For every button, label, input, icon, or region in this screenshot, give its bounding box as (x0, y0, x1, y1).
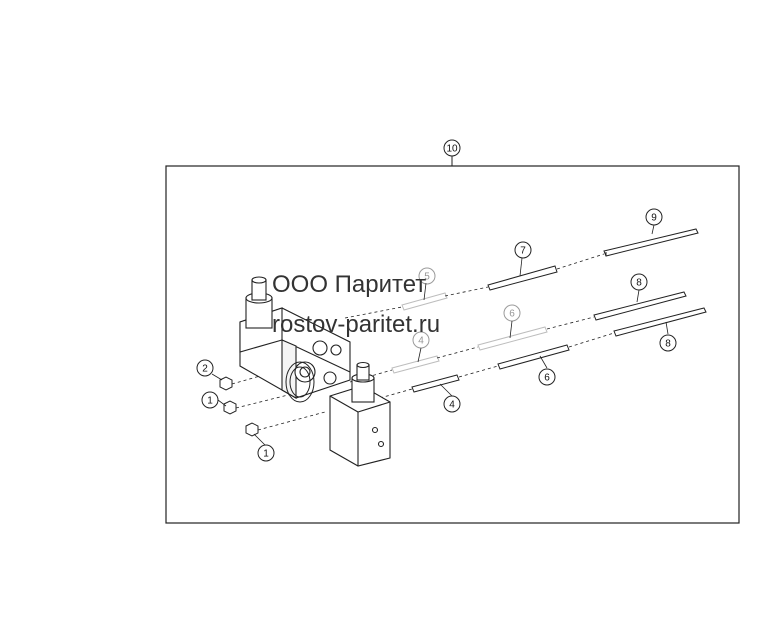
callout-7: 7 (514, 241, 532, 259)
callout-leaders (211, 224, 669, 447)
callout-6-lower: 6 (538, 368, 556, 386)
callout-9: 9 (645, 208, 663, 226)
watermark-company: ООО Паритет (272, 271, 427, 298)
callout-10: 10 (443, 139, 461, 157)
nut-1-upper (223, 400, 237, 415)
callout-4-lower-label: 4 (449, 400, 455, 411)
callout-2: 2 (196, 359, 214, 377)
callout-4-upper-label: 4 (418, 336, 424, 347)
callout-4-lower: 4 (443, 395, 461, 413)
rod-9 (603, 228, 699, 257)
callout-6-upper-label: 6 (509, 309, 515, 320)
callout-8-upper: 8 (630, 273, 648, 291)
callout-10-label: 10 (446, 144, 458, 155)
callout-1-upper: 1 (201, 391, 219, 409)
valve-spool (245, 276, 273, 329)
seal-ring (285, 361, 315, 403)
callout-6-lower-label: 6 (544, 373, 550, 384)
callout-8-upper-label: 8 (636, 278, 642, 289)
rod-8-lower (613, 307, 707, 337)
rod-4-upper (391, 355, 440, 374)
rod-6-upper (477, 326, 548, 351)
rod-7 (487, 265, 558, 291)
nut-2 (219, 376, 233, 391)
callout-9-label: 9 (651, 213, 657, 224)
nut-1-lower (245, 422, 259, 437)
end-section (329, 361, 391, 467)
callout-1-lower: 1 (257, 444, 275, 462)
callout-8-lower-label: 8 (665, 339, 671, 350)
callout-5-label: 5 (424, 272, 430, 283)
callout-8-lower: 8 (659, 334, 677, 352)
callout-7-label: 7 (520, 246, 526, 257)
callout-2-label: 2 (202, 364, 208, 375)
callout-1-upper-label: 1 (207, 396, 213, 407)
callout-1-lower-label: 1 (263, 449, 269, 460)
callout-6-upper: 6 (503, 304, 521, 322)
rod-8-upper (593, 291, 687, 321)
watermark-website: rostov-paritet.ru (272, 311, 441, 338)
rod-4-lower (411, 374, 460, 393)
callout-4-upper: 4 (412, 331, 430, 349)
rod-5 (401, 292, 448, 311)
rod-6-lower (497, 344, 570, 370)
callout-5: 5 (418, 267, 436, 285)
